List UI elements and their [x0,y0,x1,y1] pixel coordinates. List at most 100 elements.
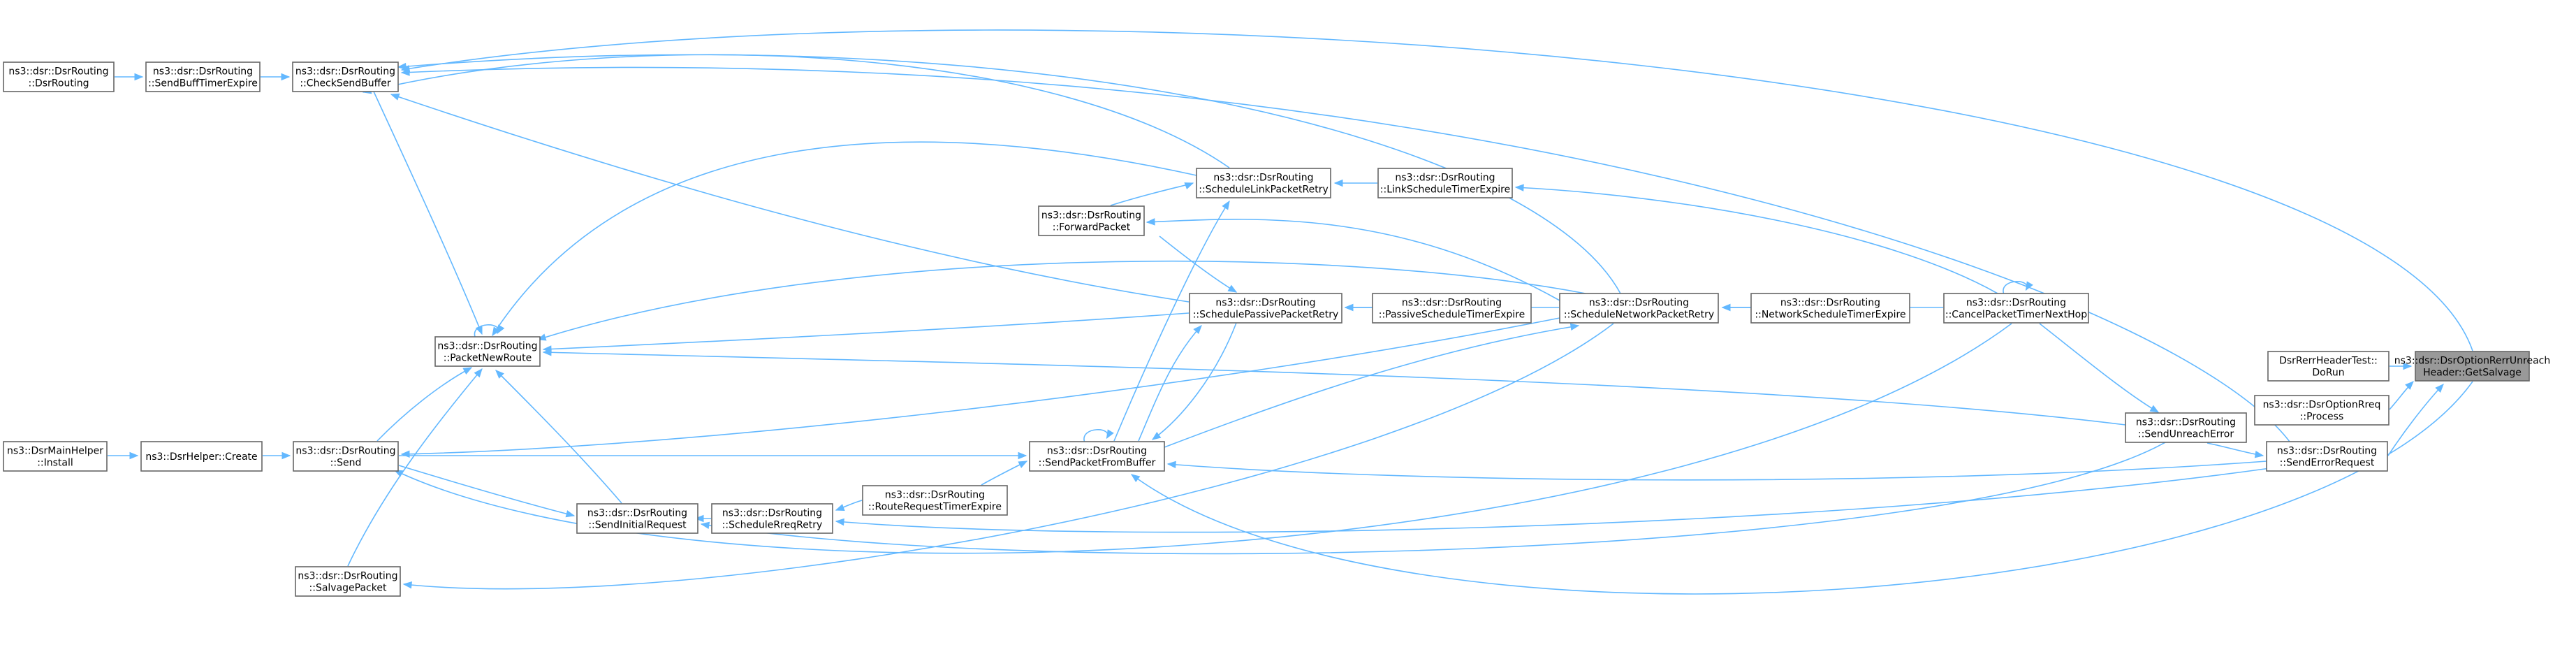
arrowhead-icon [1130,474,1141,483]
arrowhead-icon [492,326,500,337]
node-label: ::RouteRequestTimerExpire [868,502,1002,513]
arrowhead-icon [402,581,412,589]
arrowhead-icon [495,370,504,379]
node-label: ::PassiveScheduleTimerExpire [1379,310,1525,321]
node-box [2266,441,2388,472]
call-edge [835,468,2271,533]
node-box [292,61,399,92]
call-edge [398,465,575,516]
node-label: ::CancelPacketTimerNextHop [1945,310,2087,321]
node-label: ::SendPacketFromBuffer [1039,458,1156,469]
call-edge [2387,384,2444,456]
arrowhead-icon [281,73,291,81]
node-label: ns3::dsr::DsrRouting [8,66,108,78]
node-label: ns3::DsrMainHelper [7,446,103,457]
node-send[interactable]: ns3::dsr::DsrRouting::Send [293,441,399,472]
node-box [1196,168,1331,198]
call-edge [701,442,2166,555]
node-sendinit[interactable]: ns3::dsr::DsrRouting::SendInitialRequest [576,503,698,534]
node-label: ::SchedulePassivePacketRetry [1193,310,1339,321]
call-edge [1159,235,1237,293]
arrowhead-icon [694,514,704,523]
arrowhead-icon [390,93,400,101]
node-label: ::DsrRouting [29,78,89,89]
arrowhead-icon [281,451,291,460]
node-schednet[interactable]: ns3::dsr::DsrRouting::ScheduleNetworkPac… [1559,293,1719,324]
node-buftimer[interactable]: ns3::dsr::DsrRouting::SendBuffTimerExpir… [145,61,261,92]
node-cancelnext[interactable]: ns3::dsr::DsrRouting::CancelPacketTimerN… [1943,293,2089,324]
node-forward[interactable]: ns3::dsr::DsrRouting::ForwardPacket [1038,205,1145,236]
node-box [1559,293,1719,324]
node-sendbuf[interactable]: ns3::dsr::DsrRouting::SendPacketFromBuff… [1029,441,1165,472]
arrowhead-icon [1227,284,1238,293]
call-edge [1138,325,1202,442]
arrowhead-icon [1514,184,1524,191]
node-label: ::NetworkScheduleTimerExpire [1755,310,1905,321]
call-edge [2039,323,2159,413]
node-label: ns3::dsr::DsrOptionRerrUnreach [2394,356,2551,367]
node-senderr[interactable]: ns3::dsr::DsrRouting::SendErrorRequest [2266,441,2388,472]
call-edge [363,54,1230,168]
call-edge [543,312,1190,350]
node-salvage[interactable]: ns3::dsr::DsrRouting::SalvagePacket [295,566,401,597]
node-ctor[interactable]: ns3::dsr::DsrRouting::DsrRouting [3,61,115,92]
arrowhead-icon [542,349,552,356]
node-label: ::SendErrorRequest [2280,458,2375,469]
node-box [1038,205,1145,236]
call-edge [376,367,472,442]
call-edge [1146,219,1560,301]
node-label: ns3::dsr::DsrRouting [295,66,395,78]
node-box [1372,293,1532,324]
node-schedreq[interactable]: ns3::dsr::DsrRouting::ScheduleRreqRetry [711,503,833,534]
arrowhead-icon [1151,432,1162,440]
call-edge [390,94,1190,303]
node-box [711,503,833,534]
arrowhead-icon [462,367,473,375]
arrowhead-icon [2254,451,2264,458]
node-routereq[interactable]: ns3::dsr::DsrRouting::RouteRequestTimerE… [862,485,1008,516]
node-schedlink[interactable]: ns3::dsr::DsrRouting::ScheduleLinkPacket… [1196,168,1331,198]
node-box [295,566,401,597]
call-edge [1113,201,1230,442]
arrowhead-icon [1569,323,1580,331]
node-box [1943,293,2089,324]
node-rreqproc[interactable]: ns3::dsr::DsrOptionRreq::Process [2254,395,2390,426]
arrowhead-icon [134,73,144,81]
node-label: ns3::dsr::DsrRouting [1215,298,1315,309]
node-target[interactable]: ns3::dsr::DsrOptionRerrUnreachHeader::Ge… [2394,351,2551,382]
node-label: ::ScheduleRreqRetry [722,520,823,531]
node-label: ns3::dsr::DsrRouting [298,571,397,582]
node-box [1377,168,1513,198]
node-box [3,61,115,92]
arrowhead-icon [1146,218,1155,226]
node-box [3,441,108,472]
node-install[interactable]: ns3::DsrMainHelper::Install [3,441,108,472]
arrowhead-icon [1018,451,1027,460]
node-label: ns3::dsr::DsrRouting [1395,173,1495,184]
node-label: ns3::dsr::DsrRouting [722,508,822,519]
node-linksched[interactable]: ns3::dsr::DsrRouting::LinkScheduleTimerE… [1377,168,1513,198]
node-label: ns3::dsr::DsrOptionRreq [2263,400,2381,411]
node-label: ns3::dsr::DsrRouting [1041,210,1141,222]
arrowhead-icon [1344,303,1354,312]
node-checkbuf[interactable]: ns3::dsr::DsrRouting::CheckSendBuffer [292,61,399,92]
call-edge [2003,281,2028,294]
node-schedpass[interactable]: ns3::dsr::DsrRouting::SchedulePassivePac… [1189,293,1342,324]
node-passsched[interactable]: ns3::dsr::DsrRouting::PassiveScheduleTim… [1372,293,1532,324]
node-newroute[interactable]: ns3::dsr::DsrRouting::PacketNewRoute [434,336,541,367]
node-label: ns3::dsr::DsrRouting [587,508,687,519]
node-label: ::Process [2300,412,2344,423]
node-netsched[interactable]: ns3::dsr::DsrRouting::NetworkScheduleTim… [1750,293,1910,324]
node-dorun[interactable]: DsrRerrHeaderTest::DoRun [2267,351,2390,382]
call-edge [2207,442,2264,456]
call-edge [495,370,622,504]
call-edge [1167,461,2267,481]
node-sendunreach[interactable]: ns3::dsr::DsrRouting::SendUnreachError [2125,412,2247,443]
node-label: ::PacketNewRoute [444,353,532,364]
arrowhead-icon [1166,461,1176,469]
node-create[interactable]: ns3::DsrHelper::Create [140,441,263,472]
call-edge [1131,381,2473,595]
arrowhead-icon [1193,325,1202,335]
node-box [2254,395,2390,426]
node-label: ::LinkScheduleTimerExpire [1380,184,1510,196]
